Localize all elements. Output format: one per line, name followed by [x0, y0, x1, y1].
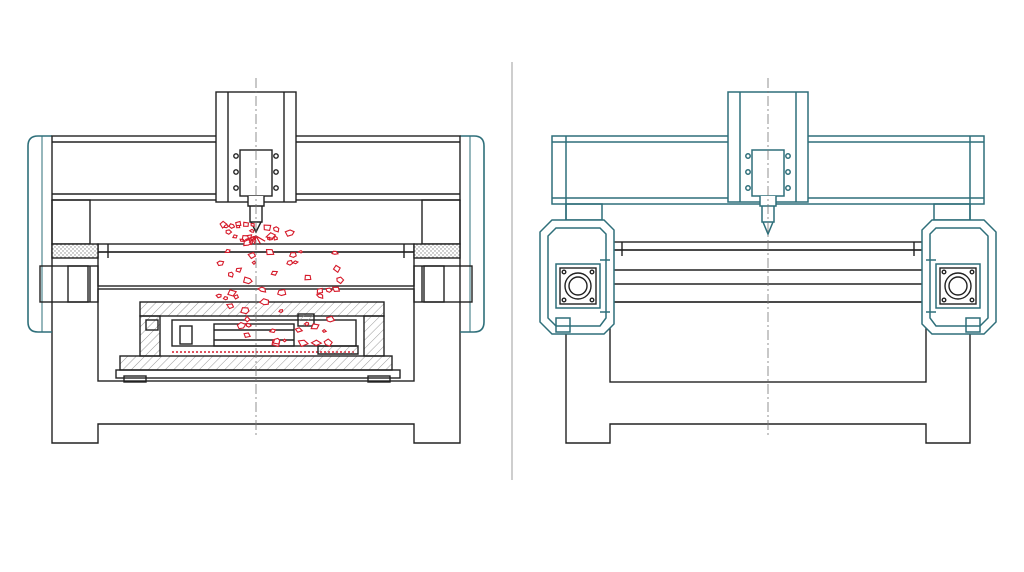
chip	[222, 295, 228, 301]
chip	[270, 270, 279, 276]
chip	[247, 251, 257, 260]
chip	[236, 224, 241, 229]
chip	[265, 248, 275, 256]
chip	[265, 232, 277, 240]
chip	[224, 248, 231, 253]
chip	[323, 338, 333, 347]
left-gantry-arm	[27, 135, 52, 333]
chip	[326, 315, 336, 323]
chip	[282, 338, 287, 343]
chip	[227, 289, 238, 297]
chip	[297, 250, 304, 254]
chip	[268, 328, 277, 334]
chip	[236, 321, 247, 330]
chip	[225, 229, 233, 235]
chip	[303, 321, 310, 327]
chip	[277, 288, 287, 297]
chip	[297, 339, 310, 348]
chip	[266, 236, 271, 241]
chip	[294, 327, 304, 333]
chip	[258, 298, 270, 306]
chip	[286, 259, 294, 266]
chip	[310, 339, 323, 347]
chip	[332, 264, 341, 274]
chip	[216, 260, 225, 267]
spark-line	[255, 235, 266, 242]
chip	[232, 294, 240, 300]
spark-line	[253, 235, 257, 245]
chip	[272, 226, 280, 233]
chip	[225, 303, 235, 310]
chip	[223, 223, 230, 229]
chip	[263, 224, 272, 232]
chip	[325, 287, 333, 293]
chip	[232, 234, 238, 239]
chip	[228, 223, 236, 229]
chip	[245, 322, 252, 328]
chip	[228, 271, 234, 278]
chip	[242, 276, 253, 285]
chip	[235, 267, 243, 273]
left-panel-cutaway-machine	[27, 91, 485, 444]
chip	[315, 293, 324, 300]
chip	[278, 309, 284, 314]
chip	[257, 286, 267, 293]
chip	[215, 293, 222, 299]
chip	[250, 222, 255, 227]
chip	[316, 287, 324, 294]
chip	[321, 328, 328, 333]
chip	[251, 260, 257, 266]
chip	[243, 221, 249, 227]
chip	[241, 235, 250, 242]
chip	[248, 228, 255, 233]
chip	[273, 235, 278, 241]
cutting-chips	[215, 220, 345, 348]
spark-line	[248, 235, 257, 243]
chip	[288, 252, 297, 259]
left-stepper-motor	[559, 267, 597, 305]
chip	[331, 286, 341, 292]
spark-line	[255, 235, 261, 244]
chip	[291, 260, 299, 265]
chip	[310, 323, 320, 330]
chip	[243, 332, 252, 339]
right-gantry-arm	[460, 135, 485, 333]
spark-line	[245, 235, 257, 241]
chip	[331, 250, 340, 255]
chip	[272, 337, 281, 345]
chip	[336, 276, 345, 285]
chip	[244, 315, 251, 323]
chip	[240, 307, 250, 315]
chip	[304, 274, 312, 281]
right-stepper-motor	[939, 267, 977, 305]
chip	[284, 229, 295, 237]
